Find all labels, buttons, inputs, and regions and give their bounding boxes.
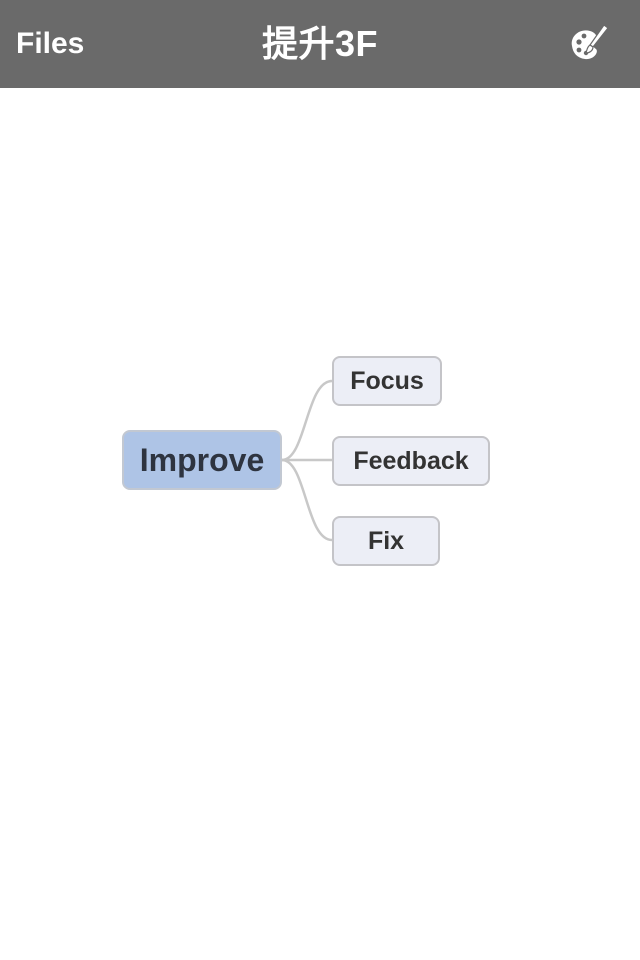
connector-lines	[281, 379, 333, 542]
palette-brush-icon	[571, 24, 609, 60]
connector-focus	[281, 379, 333, 462]
child-node-focus[interactable]: Focus	[332, 356, 442, 406]
page-title: 提升3F	[261, 23, 378, 64]
connector-fix	[281, 458, 333, 542]
child-node-fix[interactable]: Fix	[332, 516, 440, 566]
style-button[interactable]	[566, 22, 610, 66]
files-button[interactable]: Files	[16, 27, 85, 60]
mindmap-canvas[interactable]: Improve Focus Feedback Fix	[0, 88, 640, 960]
child-node-feedback[interactable]: Feedback	[332, 436, 490, 486]
navigation-bar: Files 提升3F	[0, 0, 640, 88]
root-node-improve[interactable]: Improve	[122, 430, 282, 490]
